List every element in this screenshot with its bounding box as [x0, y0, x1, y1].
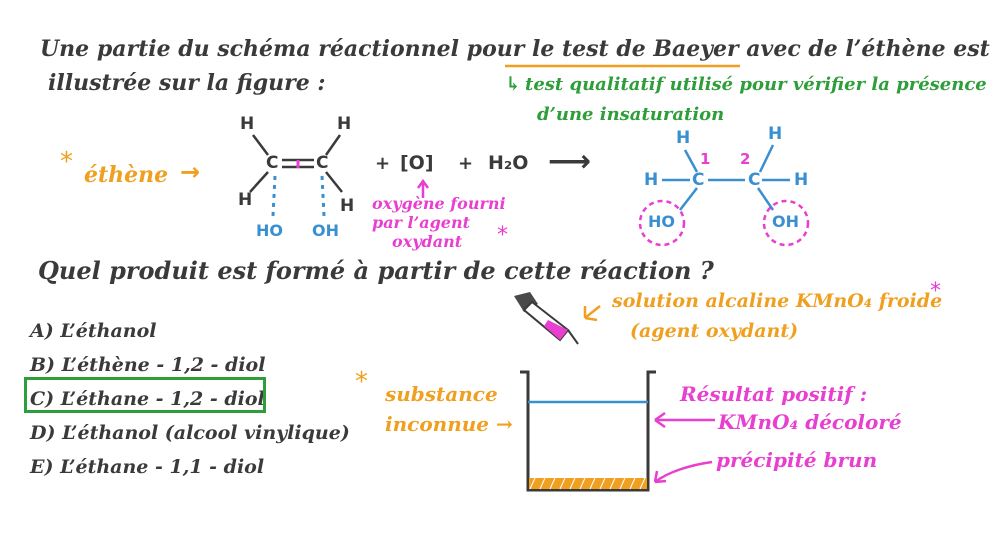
heading-line2: illustrée sur la figure : — [48, 70, 326, 96]
atom-oh-right: OH — [312, 221, 339, 240]
asterisk-ethene: * — [60, 147, 73, 177]
ethene-arrow: → — [180, 158, 201, 186]
plus-2: + — [458, 153, 474, 174]
question-text: Quel produit est formé à partir de cette… — [38, 256, 714, 285]
ethene-label: éthène — [84, 162, 169, 188]
carbon-number-1: 1 — [700, 150, 711, 168]
reagent-arrow — [583, 305, 601, 322]
unknown-note-line1: substance — [385, 382, 498, 406]
test-note-line1: test qualitatif utilisé pour vérifier la… — [525, 74, 987, 95]
result-note-line3: précipité brun — [716, 448, 878, 472]
oxygen-note-line3: oxydant — [392, 232, 463, 251]
water-formula: H₂O — [488, 152, 529, 174]
kmno4-arrow — [654, 411, 715, 429]
test-note-line2: d’une insaturation — [537, 104, 725, 125]
prod-h-left: H — [644, 170, 659, 190]
oxygen-note-line1: oxygène fourni — [372, 194, 506, 213]
atom-c-right: C — [316, 153, 329, 173]
answer-option-b[interactable]: B) L’éthène - 1,2 - diol — [30, 354, 266, 376]
answer-option-e[interactable]: E) L’éthane - 1,1 - diol — [30, 456, 265, 478]
plus-1: + — [375, 153, 391, 174]
reagent-note-line2: (agent oxydant) — [630, 320, 799, 342]
prod-oh: OH — [772, 212, 799, 231]
prod-h-top2: H — [768, 124, 783, 144]
precipitate-arrow — [653, 460, 713, 484]
prod-ho: HO — [648, 212, 675, 231]
answer-option-c[interactable]: C) L’éthane - 1,2 - diol — [30, 388, 265, 410]
selected-answer-box — [24, 377, 266, 413]
heading-line1: Une partie du schéma réactionnel pour le… — [40, 36, 990, 62]
answer-option-d[interactable]: D) L’éthanol (alcool vinylique) — [30, 422, 350, 444]
prod-h-right: H — [794, 170, 809, 190]
carbon-number-2: 2 — [740, 150, 751, 168]
ho-circle — [638, 199, 686, 247]
prod-c2: C — [748, 170, 761, 190]
beaker-icon — [520, 370, 656, 492]
atom-h-bottom-left: H — [238, 190, 253, 210]
atom-ho-left: HO — [256, 221, 283, 240]
oxygen-symbol: [O] — [400, 152, 434, 174]
test-note-arrow: ↳ — [505, 73, 521, 95]
prod-c1: C — [692, 170, 705, 190]
answer-list: A) L’éthanol B) L’éthène - 1,2 - diol C)… — [30, 314, 350, 484]
atom-c-left: C — [266, 153, 279, 173]
atom-h-top-left: H — [240, 114, 255, 134]
result-note-line1: Résultat positif : — [680, 382, 868, 406]
atom-h-top-right: H — [337, 114, 352, 134]
asterisk-substance: * — [355, 367, 368, 397]
oxygen-up-arrow — [416, 178, 430, 198]
asterisk-oxygen: * — [497, 223, 508, 248]
result-note-line2: KMnO₄ décoloré — [718, 410, 902, 434]
asterisk-reagent: * — [930, 279, 941, 304]
dropper-icon — [514, 292, 579, 345]
atom-h-bottom-right: H — [340, 196, 355, 216]
reagent-note-line1: solution alcaline KMnO₄ froide — [612, 290, 943, 312]
oxygen-note-line2: par l’agent — [372, 213, 470, 232]
prod-h-top1: H — [676, 128, 691, 148]
reaction-arrow: ⟶ — [548, 144, 592, 179]
ethanediol-bonds — [662, 144, 790, 211]
ethene-dotted-bonds — [271, 175, 326, 217]
oh-circle — [762, 199, 810, 247]
unknown-note-line2: inconnue → — [385, 412, 513, 436]
answer-option-a[interactable]: A) L’éthanol — [30, 320, 157, 342]
